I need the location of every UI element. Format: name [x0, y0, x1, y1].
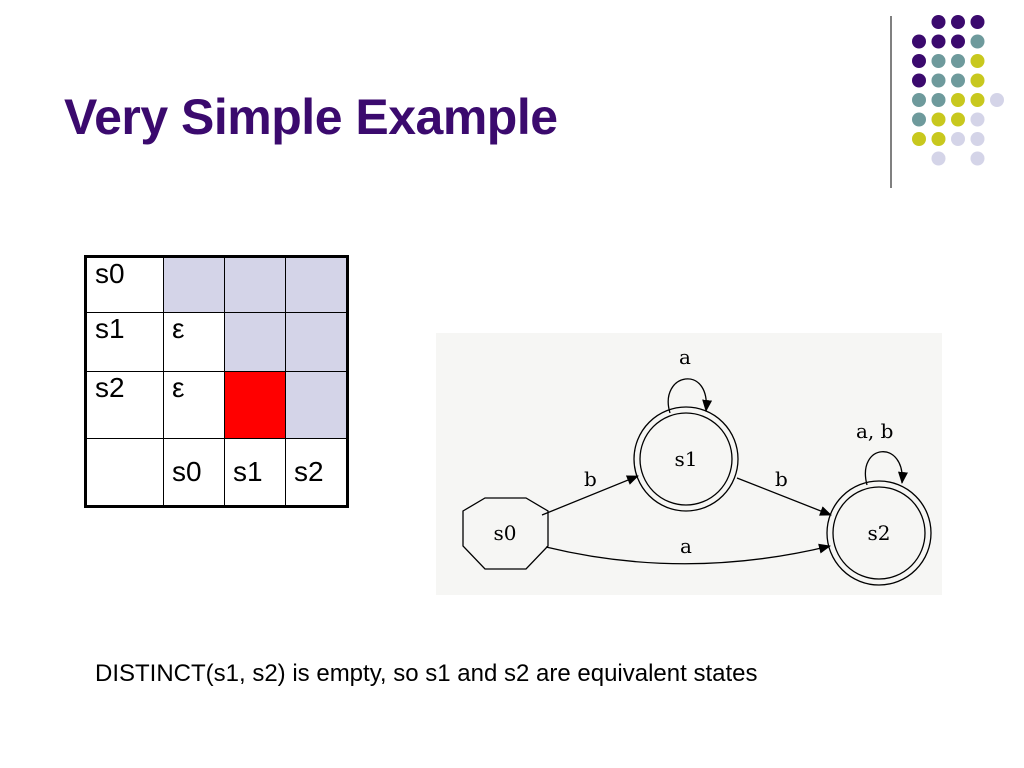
state-label: s2 [868, 521, 891, 545]
transition-s0-s2 [545, 543, 831, 565]
transition-s1-loop [667, 378, 713, 414]
decorative-dot [931, 34, 946, 49]
table-row: s0 [85, 256, 348, 313]
table-cell [285, 371, 348, 439]
state-s0: s0 [462, 497, 549, 570]
decorative-dot [951, 54, 965, 68]
decorative-dot [931, 73, 946, 88]
decorative-dot [931, 151, 946, 166]
slide-title: Very Simple Example [64, 89, 558, 145]
table-cell [224, 312, 286, 372]
decorative-dot [970, 112, 985, 127]
decorative-dot [970, 73, 985, 88]
state-label: s1 [675, 447, 698, 471]
table-cell [285, 256, 348, 313]
transition-s2-loop [864, 451, 908, 486]
decorative-dot [970, 34, 985, 49]
decorative-dot [970, 54, 985, 68]
decorative-dot [912, 132, 926, 146]
transition-label: b [775, 467, 788, 491]
row-label: s1 [85, 312, 164, 372]
decorative-dot [970, 93, 985, 107]
column-label: s2 [285, 438, 348, 507]
decorative-dot [931, 54, 946, 68]
decorative-dot [970, 15, 985, 29]
decorative-dot [951, 132, 965, 146]
table-row: s1 ε [85, 312, 348, 372]
transition-label: b [584, 467, 597, 491]
decorative-dot [912, 112, 926, 127]
table-cell [285, 312, 348, 372]
decorative-dot [912, 54, 926, 68]
state-s1: s1 [633, 406, 739, 512]
table-footer-row: s0 s1 s2 [85, 438, 348, 507]
decorative-dot [990, 93, 1004, 107]
table-cell [163, 256, 225, 313]
decorative-dot [931, 93, 946, 107]
table-cell: ε [163, 371, 225, 439]
decorative-dot-grid [912, 15, 1004, 166]
decorative-dot [931, 15, 946, 29]
row-label [85, 438, 164, 507]
decorative-dot [970, 132, 985, 146]
distinct-table: s0 s1 ε s2 ε s0 s1 s2 [84, 255, 349, 508]
row-label: s2 [85, 371, 164, 439]
table-cell: ε [163, 312, 225, 372]
column-label: s1 [224, 438, 286, 507]
transition-label: a [679, 345, 691, 369]
state-diagram: b a b a a, b s0 s1 s2 [436, 333, 942, 595]
decorative-dot [951, 73, 965, 88]
decorative-dot [970, 151, 985, 166]
decorative-dot [912, 34, 926, 49]
transition-label: a, b [856, 419, 893, 443]
transition-s1-s2 [736, 477, 832, 516]
decorative-dot [931, 112, 946, 127]
decorative-dot [912, 73, 926, 88]
row-label: s0 [85, 256, 164, 313]
transition-label: a [680, 534, 692, 558]
decorative-dot [951, 112, 965, 127]
table-cell [224, 371, 286, 439]
decorative-dot [951, 15, 965, 29]
column-label: s0 [163, 438, 225, 507]
title-divider-line [890, 16, 892, 188]
slide-caption: DISTINCT(s1, s2) is empty, so s1 and s2 … [95, 660, 758, 687]
decorative-dot [951, 34, 965, 49]
transition-s0-s1 [541, 475, 639, 516]
state-label: s0 [494, 521, 517, 545]
state-s2: s2 [826, 480, 932, 586]
table-row: s2 ε [85, 371, 348, 439]
decorative-dot [931, 132, 946, 146]
table-cell [224, 256, 286, 313]
decorative-dot [912, 93, 926, 107]
decorative-dot [951, 93, 965, 107]
